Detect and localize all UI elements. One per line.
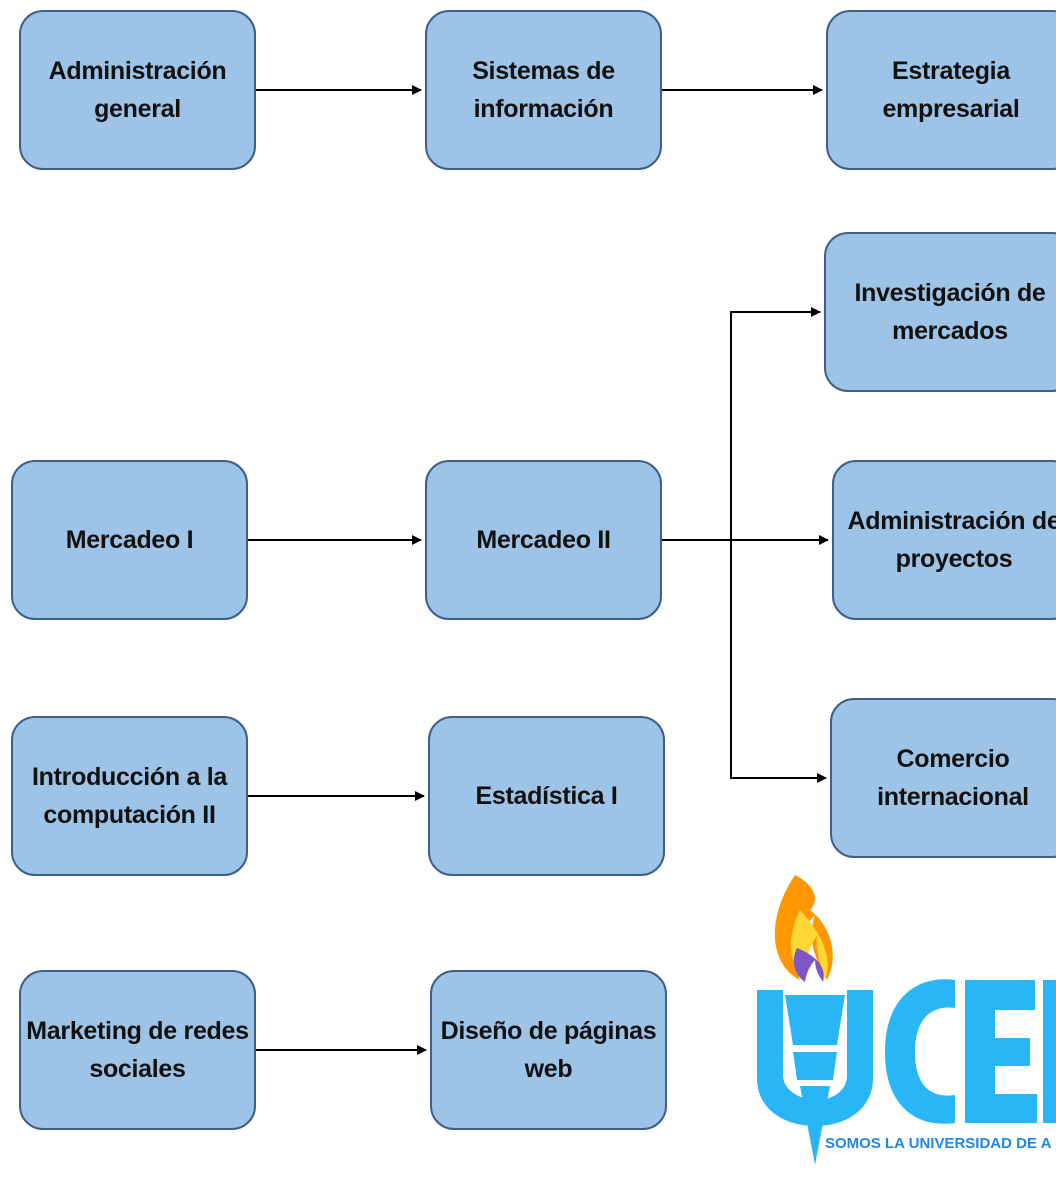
node-mercadeo-1: Mercadeo I <box>11 460 248 620</box>
node-estadistica-1: Estadística I <box>428 716 665 876</box>
logo-graphic: SOMOS LA UNIVERSIDAD DE A <box>757 875 1056 1165</box>
ucem-logo: SOMOS LA UNIVERSIDAD DE A <box>745 870 1056 1170</box>
node-intro-computacion-2: Introducción a la computación II <box>11 716 248 876</box>
node-label: Diseño de páginas web <box>440 1017 657 1083</box>
node-comercio-internacional: Comercio internacional <box>830 698 1056 858</box>
node-label: Estrategia empresarial <box>882 57 1020 123</box>
node-mercadeo-2: Mercadeo II <box>425 460 662 620</box>
node-label: Introducción a la computación II <box>32 763 227 829</box>
letter-e-shape <box>965 980 1037 1123</box>
node-estrategia-empresarial: Estrategia empresarial <box>826 10 1056 170</box>
node-investigacion-mercados: Investigación de mercados <box>824 232 1056 392</box>
node-label: Administración general <box>48 57 227 123</box>
node-label: Comercio internacional <box>877 745 1029 811</box>
letter-u-shape <box>757 990 873 1126</box>
arrow-mercadeo-2-to-comercio-internacional <box>662 539 827 783</box>
node-label: Investigación de mercados <box>854 279 1046 345</box>
letter-c-shape <box>885 979 955 1124</box>
letter-m-partial-shape <box>1043 980 1056 1123</box>
node-label: Mercadeo II <box>476 526 611 554</box>
node-label: Estadística I <box>475 782 618 810</box>
node-label: Mercadeo I <box>65 526 194 554</box>
node-diseno-web: Diseño de páginas web <box>430 970 667 1130</box>
node-label: Marketing de redes sociales <box>26 1017 249 1083</box>
node-label: Sistemas de información <box>472 57 615 123</box>
arrow-mercadeo-2-to-investigacion-mercados <box>662 307 821 541</box>
node-marketing-redes: Marketing de redes sociales <box>19 970 256 1130</box>
logo-tagline: SOMOS LA UNIVERSIDAD DE A <box>825 1135 1052 1152</box>
node-admin-proyectos: Administración de proyectos <box>832 460 1056 620</box>
node-label: Administración de proyectos <box>847 507 1056 573</box>
node-sistemas-informacion: Sistemas de información <box>425 10 662 170</box>
torch-flame-icon <box>774 875 833 982</box>
wordmark-letters <box>757 979 1056 1126</box>
node-admin-general: Administración general <box>19 10 256 170</box>
